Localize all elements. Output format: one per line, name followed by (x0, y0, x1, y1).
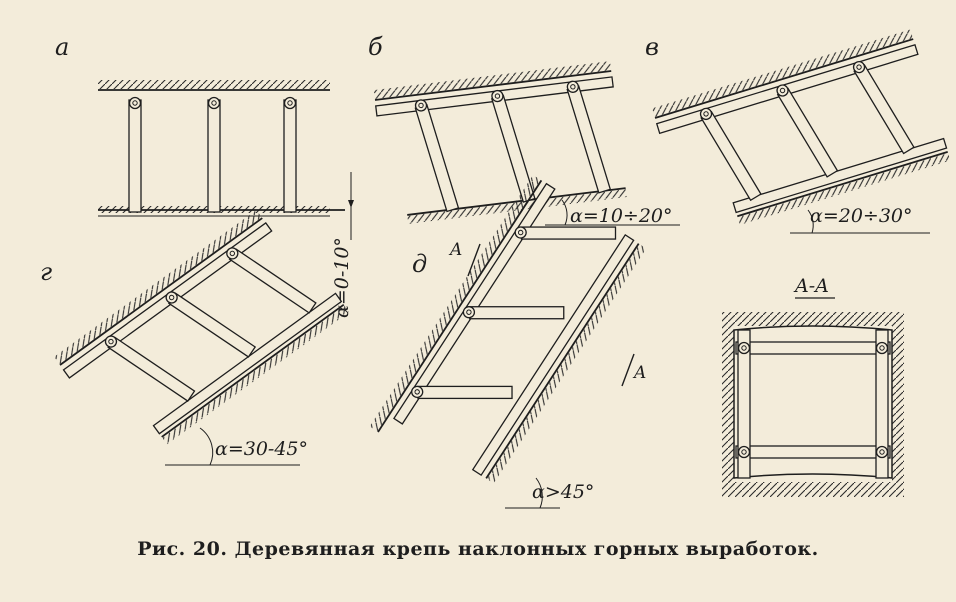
sill-beam (471, 233, 635, 477)
prop-post (167, 292, 257, 358)
prop-post (566, 85, 612, 194)
bolt-icon (207, 96, 221, 110)
prop-post (207, 96, 221, 213)
panel-b-label: б (368, 33, 383, 61)
cap-beam (735, 341, 891, 355)
rock-hatching-bottom (737, 152, 951, 225)
right-post (875, 329, 889, 479)
sill-beam (735, 445, 891, 459)
panel-g-angle: α=30-45° (215, 438, 308, 460)
rock-hatching-top (734, 312, 892, 326)
left-post (737, 329, 751, 479)
angle-arc (535, 477, 543, 509)
rock-hatching-left (722, 312, 734, 497)
section-line (467, 243, 481, 277)
arrow-icon (348, 200, 354, 208)
bolt-icon (875, 341, 889, 355)
prop-post (414, 103, 460, 213)
prop-post (700, 110, 762, 202)
rock-hatching-top (54, 209, 262, 365)
rock-hatching-top (652, 29, 913, 118)
prop-post (107, 336, 196, 402)
roof-line (374, 70, 612, 101)
panel-d-label: д (412, 250, 427, 278)
section-label: A-A (793, 275, 829, 297)
angle-arc (199, 427, 214, 466)
floor-line (161, 303, 345, 438)
bolt-icon (566, 80, 580, 94)
panel-g-label: г (40, 258, 52, 286)
opening-outline (733, 325, 893, 479)
panel-v-label: в (645, 33, 659, 61)
floor-line (485, 243, 640, 479)
angle-arc (561, 199, 568, 226)
bolt-icon (737, 445, 751, 459)
section-view: A-A (722, 275, 904, 497)
prop-post (128, 96, 142, 213)
section-mark-upper: A (448, 240, 462, 260)
prop-post (853, 64, 915, 155)
panel-v-angle: α=20÷30° (810, 205, 913, 227)
prop-post (776, 87, 839, 178)
panel-d-angle: α>45° (532, 481, 594, 503)
rock-hatching-bottom (734, 482, 892, 497)
rock-hatching-top (369, 174, 541, 432)
section-mark-lower: A (632, 363, 646, 383)
panel-b-angle: α=10÷20° (570, 205, 673, 227)
floor-line (737, 151, 948, 218)
prop-post (520, 226, 617, 240)
bolt-icon (875, 445, 889, 459)
section-line (621, 353, 635, 387)
roof-line (59, 217, 263, 366)
rock-hatching-right (892, 312, 904, 497)
panel-d: д A A α>45° (369, 174, 647, 509)
bolt-icon (283, 96, 297, 110)
rock-hatching-top (98, 80, 330, 89)
roof-line (377, 179, 543, 433)
bolt-icon (128, 96, 142, 110)
rock-hatching-top (373, 61, 612, 100)
panel-g: г α=30-45° (40, 209, 350, 466)
prop-post (283, 96, 297, 213)
bolt-icon (490, 89, 505, 103)
rock-hatching-bottom (487, 244, 647, 484)
angle-arc (807, 209, 814, 234)
figure-caption: Рис. 20. Деревянная крепь наклонных горн… (137, 538, 819, 560)
rock-hatching-bottom (162, 305, 350, 445)
roof-line (654, 38, 914, 119)
panel-a-label: а (55, 33, 69, 61)
panel-v: в α=20÷30° (645, 29, 951, 234)
bolt-icon (737, 341, 751, 355)
sill-beam (732, 137, 948, 214)
prop-post (228, 248, 317, 314)
prop-post (417, 385, 513, 400)
prop-post (469, 306, 565, 320)
bolt-icon (414, 98, 428, 113)
sill-beam (152, 292, 343, 435)
